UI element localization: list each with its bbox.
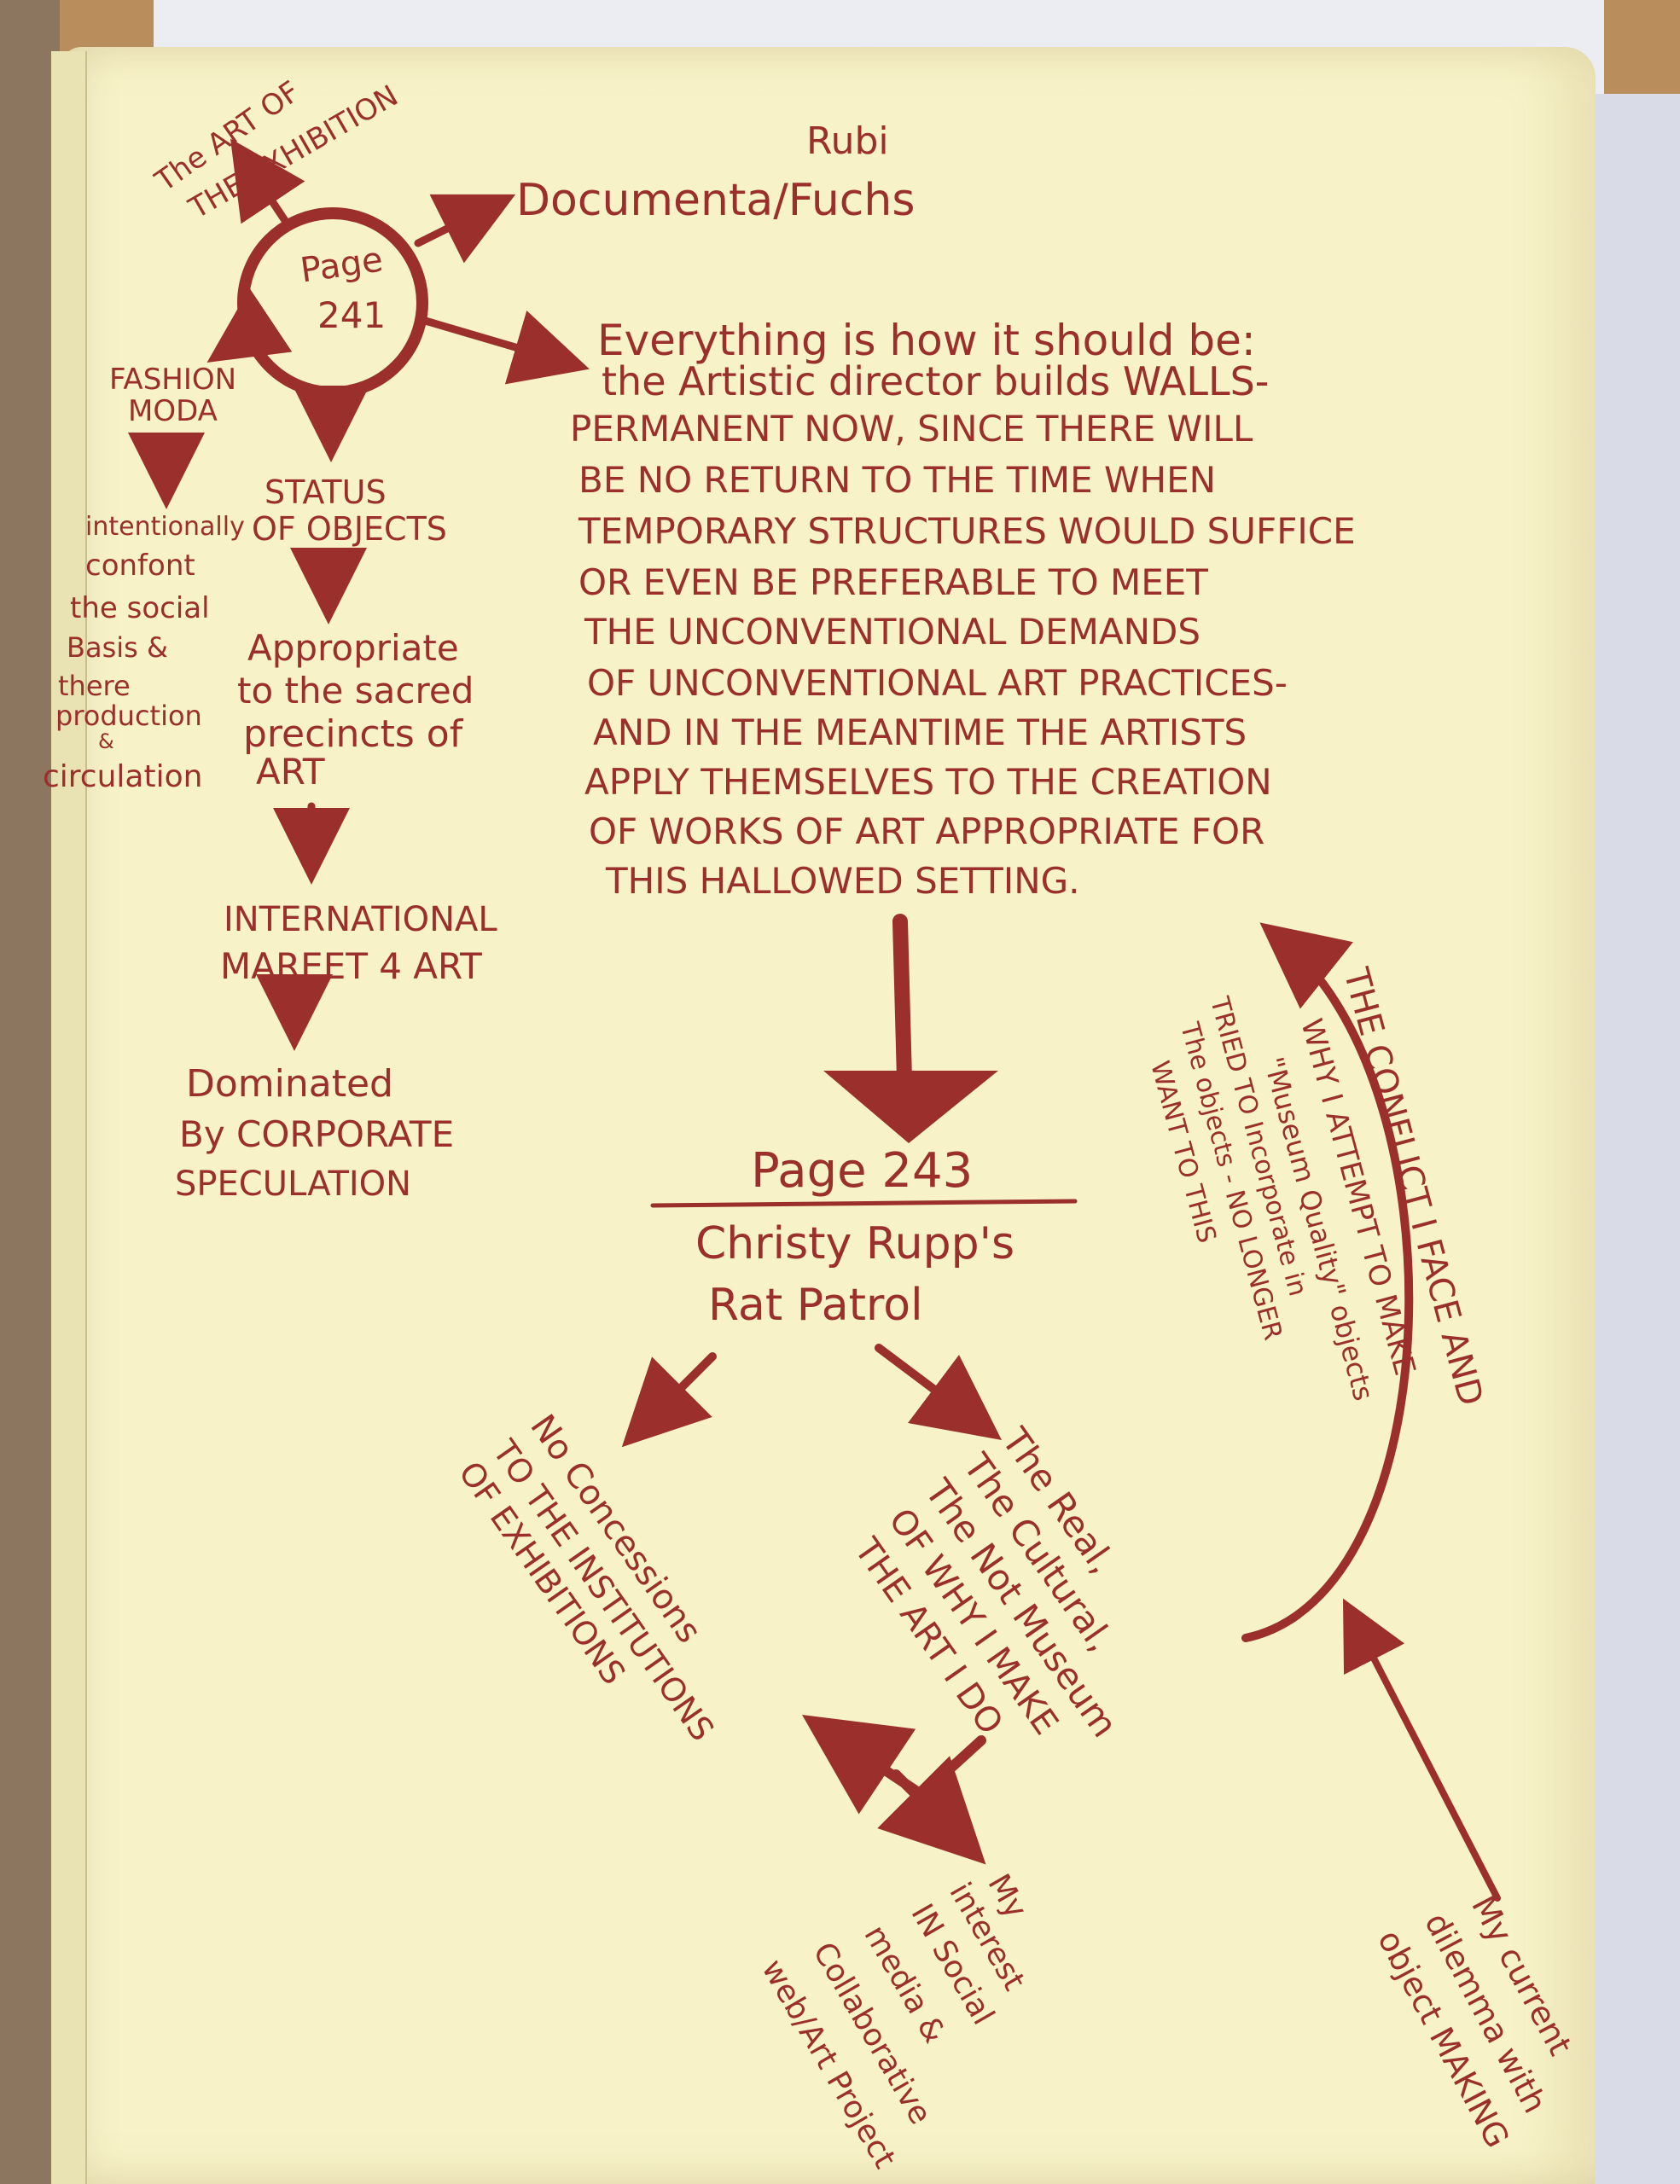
- hub-label-line2: 241: [317, 294, 387, 336]
- quote-line-2: PERMANENT NOW, SINCE THERE WILL: [570, 408, 1253, 450]
- quote-line-3: BE NO RETURN TO THE TIME WHEN: [578, 459, 1217, 501]
- quote-line-8: AND IN THE MEANTIME THE ARTISTS: [593, 712, 1247, 753]
- confront-line-5: production: [55, 700, 202, 732]
- confront-line-0: intentionally: [85, 512, 245, 542]
- appropriate-line-3: ART: [256, 751, 325, 793]
- arrow-to-documenta: [414, 194, 516, 264]
- conflict-arc: [1241, 922, 1414, 1642]
- quote-line-5: OR EVEN BE PREFERABLE TO MEET: [578, 561, 1208, 603]
- confront-line-2: the social: [70, 591, 210, 625]
- dominated-line-1: By CORPORATE: [179, 1113, 455, 1155]
- confront-line-6: &: [98, 729, 114, 753]
- quote-line-9: APPLY THEMSELVES TO THE CREATION: [584, 761, 1272, 803]
- appropriate-line-1: to the sacred: [237, 670, 474, 712]
- market-line2: MAREET 4 ART: [220, 945, 482, 987]
- rat-patrol-title-line1: Christy Rupp's: [695, 1218, 1015, 1269]
- dominated-line-0: Dominated: [186, 1062, 393, 1106]
- stroke-the-real-to-t: [882, 1735, 986, 1831]
- fashion-moda-line2: MODA: [128, 394, 218, 428]
- quote-line-6: THE UNCONVENTIONAL DEMANDS: [584, 611, 1201, 653]
- arrow-to-art-of-exhibition: [230, 138, 305, 226]
- confront-line-3: Basis &: [67, 631, 168, 664]
- arrow-to-fashion-moda: [206, 288, 293, 363]
- rat-patrol-title-line2: Rat Patrol: [708, 1280, 923, 1331]
- status-line1: STATUS: [264, 473, 387, 511]
- desk-surface: [0, 0, 60, 2184]
- confront-line-7: circulation: [43, 759, 203, 794]
- market-line1: INTERNATIONAL: [224, 900, 497, 939]
- quote-line-4: TEMPORARY STRUCTURES WOULD SUFFICE: [578, 510, 1356, 552]
- quote-line-11: THIS HALLOWED SETTING.: [606, 860, 1080, 902]
- quote-line-10: OF WORKS OF ART APPROPRIATE FOR: [589, 810, 1265, 852]
- confront-line-4: there: [58, 670, 131, 702]
- arrow-quote-head: [823, 1071, 998, 1143]
- author-note: Rubi: [806, 119, 889, 163]
- source-label: Documenta/Fuchs: [516, 175, 916, 226]
- dominated-line-2: SPECULATION: [175, 1165, 412, 1204]
- arrow-quote-to-page243: [892, 914, 912, 1087]
- arrow-dilemma-to-arc: [1343, 1598, 1501, 1902]
- quote-line-1: the Artistic director builds WALLS-: [602, 358, 1270, 404]
- page243-underline: [650, 1199, 1078, 1208]
- quote-line-7: OF UNCONVENTIONAL ART PRACTICES-: [587, 662, 1288, 704]
- quote-line-0: Everything is how it should be:: [597, 316, 1256, 365]
- page243-label: Page 243: [751, 1143, 974, 1199]
- notebook-binding: [51, 51, 87, 2184]
- fashion-moda-line1: FASHION: [109, 363, 237, 397]
- appropriate-line-0: Appropriate: [247, 627, 459, 669]
- arrow-to-interest: [877, 1756, 986, 1865]
- confront-line-1: confont: [85, 549, 195, 583]
- arrow-to-the-real: [875, 1344, 1002, 1440]
- status-line2: OF OBJECTS: [252, 510, 447, 548]
- appropriate-line-2: precincts of: [243, 712, 463, 756]
- arrow-to-quote: [418, 311, 590, 385]
- arrow-to-no-concessions: [621, 1352, 717, 1448]
